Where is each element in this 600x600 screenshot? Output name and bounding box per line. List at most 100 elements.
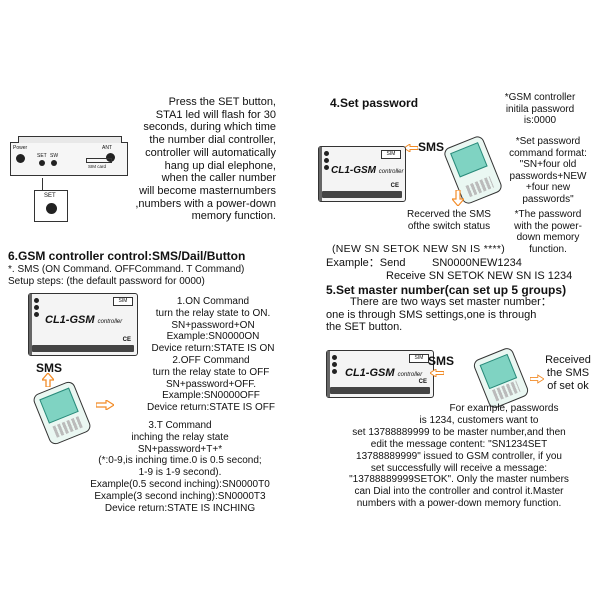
example-line: "13788889999SETOK". Only the master numb…: [349, 474, 569, 486]
received-set-ok-note: Received the SMS of set ok: [536, 354, 600, 393]
device-leds: [332, 355, 337, 376]
example-line: is 1234, customers want to: [419, 414, 539, 426]
on-cmd-line: SN+password+ON: [171, 319, 255, 331]
device-strip: [32, 345, 134, 352]
sw-button-icon: [51, 160, 57, 166]
gsm-controller-device: SIM CL1-GSM controller CE: [28, 293, 138, 356]
device-sub: controller: [97, 319, 123, 325]
initial-password-note: *GSM controller initila password is:0000: [490, 92, 590, 127]
para-line: There are two ways set master number：: [350, 296, 552, 308]
section6-title: 6.GSM controller control:SMS/Dail/Button: [8, 249, 246, 263]
set-inset-box: SET: [34, 190, 68, 222]
off-cmd-line: turn the relay state to OFF: [152, 366, 270, 378]
example-value: SN0000NEW1234: [432, 257, 522, 269]
received5-line: of set ok: [547, 380, 589, 392]
gsm-controller-device-sec5: SIM CL1-GSM controller CE: [326, 350, 434, 398]
t-cmd-line: 3.T Command: [148, 420, 212, 431]
t-cmd-line: Example(3 second inching):SN0000T3: [94, 490, 266, 502]
ce-mark-icon: CE: [418, 379, 427, 385]
ce-mark-icon: CE: [390, 183, 399, 189]
section4-title: 4.Set password: [330, 96, 419, 110]
received-line: ofthe switch status: [407, 220, 491, 232]
received5-line: the SMS: [546, 367, 590, 379]
device-terminal: [319, 147, 322, 201]
instr-line: STA1 led will flash for 30: [155, 108, 276, 121]
sim-slot-icon: SIM: [409, 354, 429, 363]
example-line: can Dial into the controller and control…: [354, 486, 564, 498]
t-cmd-line: Example(0.5 second inching):SN0000T0: [90, 478, 270, 490]
ant-label: ANT: [102, 145, 112, 151]
received5-line: Received: [545, 354, 591, 366]
device-sub: controller: [397, 372, 423, 378]
off-cmd-line: Device return:STATE IS OFF: [147, 402, 275, 414]
note2-line: command format:: [509, 147, 587, 159]
instr-line: Press the SET button,: [168, 96, 276, 108]
instr-line: when the caller number: [161, 172, 276, 185]
gsm-controller-device-sec4: SIM CL1-GSM controller CE: [318, 146, 406, 202]
device-brand-row: CL1-GSM controller: [345, 367, 422, 379]
password-memory-note: *The password with the power- down memor…: [498, 209, 598, 255]
note2-line: *Set password: [515, 136, 581, 147]
receive-line: Receive SN SETOK NEW SN IS 1234: [386, 270, 573, 282]
sms-label-sec4: SMS: [418, 140, 445, 154]
sim-slot-icon: SIM: [381, 150, 401, 159]
antenna-connector-icon: [106, 153, 115, 162]
device-strip: [330, 387, 430, 394]
cmd-line: (NEW SN SETOK NEW SN IS ****): [332, 243, 506, 255]
section5-title: 5.Set master number(can set up 5 groups): [326, 283, 567, 297]
simcard-slot: [86, 158, 112, 163]
received-sms-note: Recerved the SMS ofthe switch status: [395, 209, 503, 232]
sim-slot-icon: SIM: [113, 297, 133, 306]
example-line: 13788889999" issued to GSM controller, i…: [356, 450, 562, 462]
set-button-instructions: Press the SET button, STA1 led will flas…: [96, 96, 276, 223]
power-jack-icon: [16, 154, 25, 163]
sw-label: SW: [50, 153, 59, 159]
power-label: Power: [13, 145, 28, 151]
set-label: SET: [37, 153, 47, 159]
device-strip: [322, 191, 402, 198]
note2-line: passwords+NEW: [509, 170, 587, 182]
t-command-block: 3.T Command inching the relay state SN+p…: [60, 420, 300, 514]
note2-line: "SN+four old: [519, 159, 577, 170]
device-brand-row: CL1-GSM controller: [45, 314, 122, 326]
sms-label: SMS: [36, 361, 63, 375]
example-line: edit the message content: "SN1234SET: [370, 438, 548, 450]
instr-line: seconds, during which time: [143, 121, 276, 134]
t-cmd-line: Device return:STATE IS INCHING: [104, 502, 256, 514]
device-brand: CL1-GSM: [45, 314, 95, 326]
para-line: the SET button.: [326, 321, 403, 333]
instr-line: controller will automatically: [145, 146, 276, 159]
t-cmd-line: (*:0-9,is inching time.0 is 0.5 second;: [98, 455, 262, 467]
device-terminal: [327, 351, 330, 397]
simcard-label: SIM card: [88, 164, 107, 169]
note2-line: +four new: [525, 182, 571, 193]
example-line: For example, passwords: [449, 403, 559, 414]
off-command-block: 2.OFF Command turn the relay state to OF…: [126, 355, 296, 414]
off-cmd-line: Example:SN0000OFF: [162, 390, 260, 402]
device-leds: [324, 151, 329, 172]
example-line: set successfully will receive a message:: [370, 462, 548, 474]
t-cmd-line: 1-9 is 1-9 second).: [138, 467, 222, 479]
password-format-note: *Set password command format: "SN+four o…: [498, 136, 598, 205]
device-sub: controller: [378, 169, 404, 175]
note1-line: initila password: [505, 103, 575, 115]
note3-line: *The password: [514, 209, 582, 220]
para-line: one is through SMS settings,one is throu…: [326, 308, 537, 321]
section6-intro: *. SMS (ON Command. OFFCommand. T Comman…: [8, 264, 245, 275]
instr-line: ,numbers with a power-down: [135, 197, 276, 210]
off-cmd-line: SN+password+OFF.: [165, 378, 257, 390]
section6-setup: Setup steps: (the default password for 0…: [8, 276, 205, 287]
device-brand: CL1-GSM: [345, 367, 395, 379]
on-cmd-line: 1.ON Command: [176, 296, 250, 307]
device-terminal: [29, 294, 32, 355]
instr-line: memory function.: [191, 210, 276, 223]
note3-line: with the power-: [514, 220, 582, 232]
arrow-left-icon-sec5: [430, 369, 444, 377]
on-cmd-line: turn the relay state to ON.: [155, 307, 271, 319]
instr-line: hang up dial elephone,: [164, 159, 276, 172]
example-line: numbers with a power-down memory functio…: [356, 498, 562, 510]
note3-line: function.: [529, 243, 567, 255]
arrow-right-icon: [96, 400, 114, 410]
arrow-up-icon: [42, 373, 54, 387]
phone-icon-sec5: [471, 346, 531, 410]
